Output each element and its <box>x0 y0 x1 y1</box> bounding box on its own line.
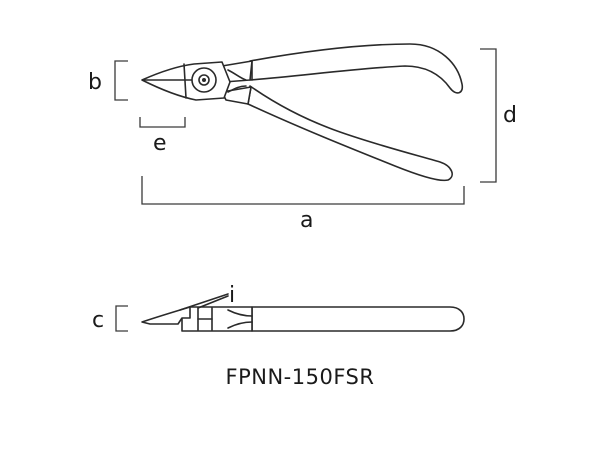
dimension-a-label: a <box>300 208 313 233</box>
model-name: FPNN-150FSR <box>226 365 375 389</box>
side-handle <box>251 306 465 332</box>
dimension-e: e <box>139 117 186 156</box>
dimension-c-label: c <box>92 308 104 333</box>
pliers-top-view <box>141 43 464 182</box>
dimension-b: b <box>88 60 128 101</box>
dimension-a: a <box>141 176 465 233</box>
dimension-i-label: i <box>229 283 235 308</box>
lower-handle <box>247 85 453 182</box>
dimension-d-label: d <box>503 103 517 128</box>
dimension-c: c <box>92 305 128 333</box>
dimension-b-label: b <box>88 70 102 95</box>
pliers-side-view <box>141 293 465 332</box>
dimension-e-label: e <box>153 131 167 156</box>
dimension-d: d <box>480 48 517 183</box>
upper-handle <box>249 43 464 94</box>
